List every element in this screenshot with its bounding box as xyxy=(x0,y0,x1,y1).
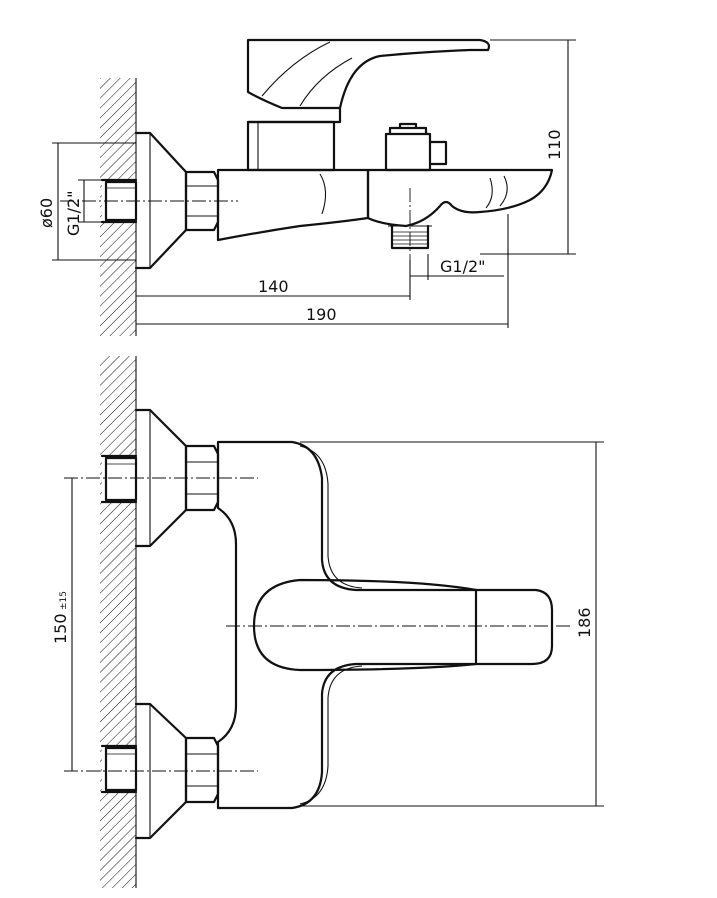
pipe-stub-lower xyxy=(104,746,138,792)
lever-handle-top xyxy=(252,578,478,672)
dim-140: 140 xyxy=(258,277,289,296)
mixer-body-side xyxy=(216,168,370,242)
spout-side xyxy=(366,168,554,228)
mixer-body-top xyxy=(216,440,554,810)
cartridge-housing xyxy=(246,120,336,172)
top-view: 150 ±15 186 xyxy=(51,356,604,888)
side-view: ø60 G1/2" G1/2" 110 140 190 xyxy=(37,38,576,336)
lever-handle-side xyxy=(246,38,491,124)
dim-thread-outlet: G1/2" xyxy=(440,257,486,276)
dim-thread-left: G1/2" xyxy=(64,190,83,236)
dim-diameter-60: ø60 xyxy=(37,198,56,228)
dim-width-186: 186 xyxy=(575,607,594,638)
dim-spacing-150: 150 xyxy=(51,613,70,644)
outlet-thread xyxy=(390,224,430,250)
escutcheon-side xyxy=(134,131,188,270)
dim-spacing-tolerance: ±15 xyxy=(59,591,69,610)
wall-hatch-bottom xyxy=(100,356,136,888)
pipe-stub-upper xyxy=(104,456,138,502)
dim-height-110: 110 xyxy=(545,129,564,160)
hex-nut-lower xyxy=(184,736,220,804)
dim-190: 190 xyxy=(306,305,337,324)
diverter-knob xyxy=(384,122,448,172)
